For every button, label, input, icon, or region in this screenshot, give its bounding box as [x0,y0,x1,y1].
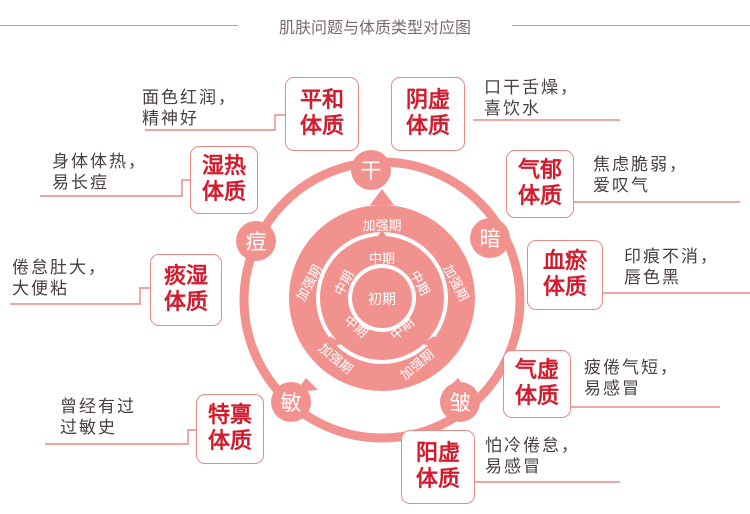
desc-shire-line2: 易长痘 [52,173,109,193]
constitution-qixu-line1: 气虚 [514,358,559,383]
desc-pinghe: 面色红润， 精神好 [142,88,237,130]
constitution-yangxu-line1: 阳虚 [415,441,460,466]
skin-issue-wrinkle: 皱 [450,391,471,415]
stage-middle-arrow-top [372,230,392,244]
skin-issue-acne: 痘 [246,230,267,254]
constitution-yinxu: 阴虚 体质 [391,77,465,151]
title-rule-right [512,25,750,26]
desc-tanshi: 倦怠肚大， 大便粘 [12,258,107,300]
constitution-qiyu-line2: 体质 [517,184,562,209]
constitution-xueyu: 血瘀 体质 [527,240,603,310]
stage-center-disc [352,268,412,328]
constitution-qixu-line2: 体质 [514,384,559,409]
constitution-qiyu: 气郁 体质 [506,150,574,218]
skin-issue-sensitive-circle [271,382,311,422]
desc-shire: 身体体热， 易长痘 [52,152,147,194]
stage-middle-arrow-left [324,336,342,348]
constitution-pinghe-line2: 体质 [299,114,344,139]
desc-yinxu-line2: 喜饮水 [484,99,541,119]
skin-issue-sensitive: 敏 [281,391,302,415]
desc-qiyu: 焦虑脆弱， 爱叹气 [593,155,688,197]
desc-qiyu-line1: 焦虑脆弱， [593,155,688,175]
stage-center-label: 初期 [368,291,396,308]
desc-xueyu-line1: 印痕不消， [624,247,719,267]
constitution-tebing-line2: 体质 [207,429,252,454]
desc-tebing-line1: 曾经有过 [60,397,136,417]
constitution-shire: 湿热 体质 [190,146,258,214]
skin-issue-dry: 干 [361,159,382,183]
desc-qixu: 疲倦气短， 易感冒 [584,358,679,400]
skin-issue-dull: 暗 [480,227,501,251]
constitution-tanshi-line1: 痰湿 [163,264,208,289]
constitution-yinxu-line2: 体质 [405,114,450,139]
constitution-tebing: 特禀 体质 [196,394,264,464]
skin-issue-wrinkle-circle [440,382,480,422]
skin-issue-markers [236,150,510,422]
constitution-tanshi-line2: 体质 [163,290,208,315]
constitution-xueyu-line1: 血瘀 [542,249,587,274]
desc-tebing: 曾经有过 过敏史 [60,397,136,439]
desc-yinxu: 口干舌燥， 喜饮水 [484,78,579,120]
constitution-yangxu: 阳虚 体质 [401,430,475,504]
skin-issue-dry-circle [351,150,391,190]
stage-outer-arrow-right [446,378,468,392]
desc-tebing-line2: 过敏史 [60,418,117,438]
constitution-yangxu-line2: 体质 [415,467,460,492]
desc-yangxu: 怕冷倦怠， 易感冒 [485,436,580,478]
constitution-tebing-line1: 特禀 [207,403,252,428]
desc-shire-line1: 身体体热， [52,152,147,172]
constitution-qiyu-line1: 气郁 [517,158,562,183]
stage-middle-arrow-right [422,336,440,348]
constitution-tanshi: 痰湿 体质 [150,254,222,326]
desc-tanshi-line2: 大便粘 [12,279,69,299]
skin-issue-dull-circle [470,218,510,258]
diagram-title: 肌肤问题与体质类型对应图 [278,18,471,37]
stage-outer-label-top: 加强期 [362,219,401,234]
desc-xueyu-line2: 唇色黑 [624,268,681,288]
skin-issue-acne-circle [236,221,276,261]
desc-qiyu-line2: 爱叹气 [593,176,650,196]
desc-qixu-line2: 易感冒 [584,379,641,399]
desc-pinghe-line2: 精神好 [142,109,199,129]
stage-middle-label-top: 中期 [369,252,395,267]
constitution-shire-line2: 体质 [201,180,246,205]
stage-outer-arrow-left [296,378,318,392]
constitution-qixu: 气虚 体质 [503,350,571,418]
desc-yangxu-line2: 易感冒 [485,457,542,477]
desc-yangxu-line1: 怕冷倦怠， [485,436,580,456]
constitution-yinxu-line1: 阴虚 [405,88,450,113]
desc-tanshi-line1: 倦怠肚大， [12,258,107,278]
constitution-shire-line1: 湿热 [201,154,246,179]
desc-yinxu-line1: 口干舌燥， [484,78,579,98]
constitution-pinghe: 平和 体质 [285,77,359,151]
constitution-pinghe-line1: 平和 [299,88,344,113]
connector-lines [10,114,750,483]
desc-qixu-line1: 疲倦气短， [584,358,679,378]
stage-outer-arrow-top [370,189,394,205]
constitution-xueyu-line2: 体质 [542,275,587,300]
title-rule-left [0,25,238,26]
desc-pinghe-line1: 面色红润， [142,88,237,108]
desc-xueyu: 印痕不消， 唇色黑 [624,247,719,289]
